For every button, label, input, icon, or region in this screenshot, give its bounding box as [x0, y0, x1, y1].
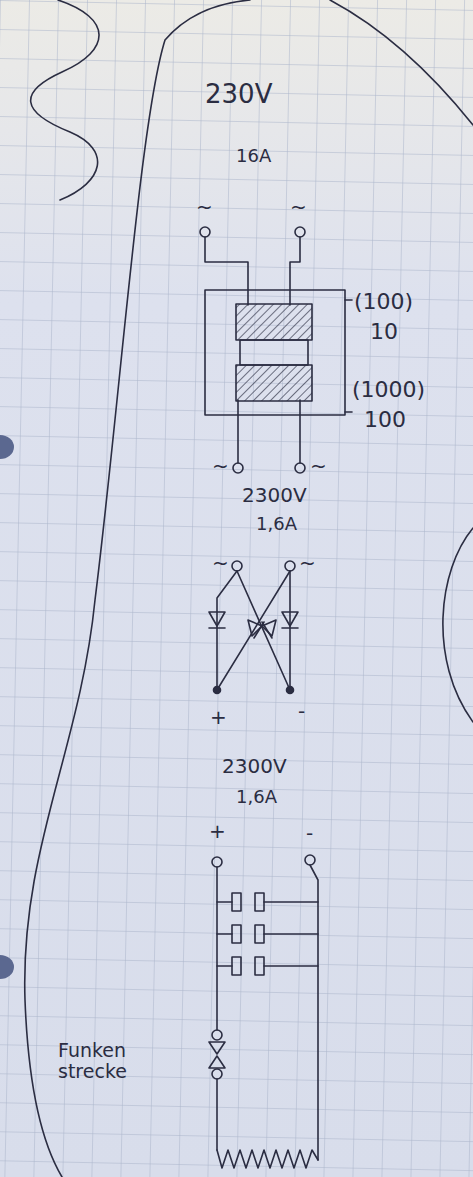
primary-winding — [236, 304, 312, 340]
outline-curve — [443, 528, 473, 722]
capacitor-symbol — [217, 893, 318, 975]
binder-hole — [0, 955, 14, 979]
polarity-sign: - — [298, 700, 305, 722]
current-label: 16A — [236, 146, 271, 166]
leader-line — [345, 411, 352, 413]
node-dot — [214, 687, 221, 694]
sine-wave — [31, 0, 99, 200]
polarity-sign: + — [209, 820, 226, 842]
turns-label: (1000) — [352, 378, 425, 402]
voltage-label: 2300V — [242, 484, 307, 506]
terminal — [295, 463, 305, 473]
terminal — [232, 561, 242, 571]
node-dot — [287, 687, 294, 694]
ac-symbol: ~ — [212, 552, 229, 574]
turns-label: (100) — [354, 290, 413, 314]
terminal — [212, 857, 222, 867]
wire — [217, 571, 237, 690]
ac-symbol: ~ — [290, 196, 307, 218]
wire — [299, 400, 301, 463]
current-label: 1,6A — [236, 787, 277, 807]
wire — [289, 571, 291, 690]
turns-label: 100 — [364, 408, 406, 432]
current-label: 1,6A — [256, 514, 297, 534]
wire — [216, 867, 218, 1030]
diode-symbol — [209, 612, 298, 638]
voltage-label: 230V — [205, 80, 272, 109]
terminal — [295, 227, 305, 237]
ac-symbol: ~ — [196, 196, 213, 218]
terminal — [305, 855, 315, 865]
transformer-core — [205, 290, 345, 415]
terminal — [233, 463, 243, 473]
polarity-sign: - — [306, 822, 313, 844]
wire — [310, 865, 318, 1160]
leader-line — [345, 299, 352, 301]
turns-label: 10 — [370, 320, 398, 344]
ac-symbol: ~ — [310, 455, 327, 477]
terminal — [200, 227, 210, 237]
voltage-label: 2300V — [222, 755, 287, 777]
spark-gap — [209, 1030, 225, 1079]
resistor-symbol — [217, 1150, 318, 1168]
binder-hole — [0, 435, 14, 459]
core-window — [240, 340, 308, 365]
ac-symbol: ~ — [212, 455, 229, 477]
wire — [237, 400, 239, 463]
wire — [217, 571, 290, 690]
wire — [237, 571, 290, 690]
ac-symbol: ~ — [299, 552, 316, 574]
secondary-winding — [236, 365, 312, 401]
wire — [216, 1079, 218, 1150]
polarity-sign: + — [210, 706, 227, 728]
wire — [290, 237, 300, 305]
terminal — [285, 561, 295, 571]
outline-curve — [330, 0, 473, 125]
spark-gap-label: Funken strecke — [58, 1040, 146, 1082]
outline-curve — [25, 0, 250, 1177]
wire — [205, 237, 248, 305]
